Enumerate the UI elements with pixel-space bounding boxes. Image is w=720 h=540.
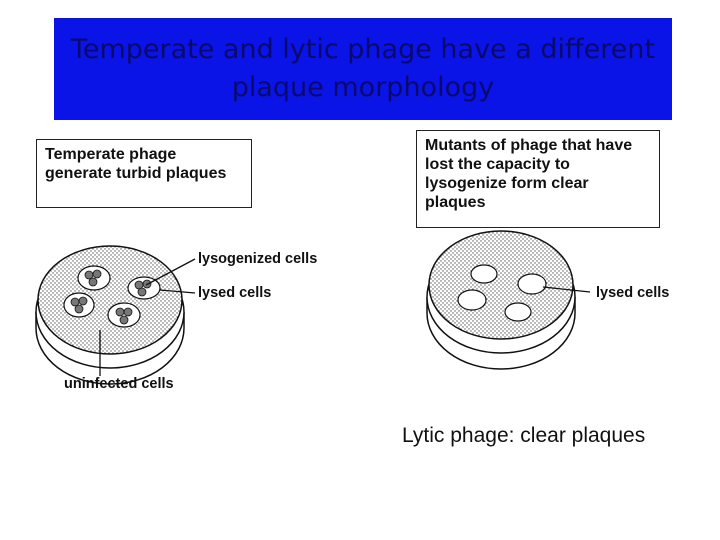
turbid-plaque bbox=[77, 265, 111, 291]
caption: Lytic phage: clear plaques bbox=[402, 424, 646, 447]
left-petri-dish bbox=[35, 245, 185, 385]
clear-plaque bbox=[504, 302, 532, 322]
right-petri-dish bbox=[426, 230, 576, 370]
clear-plaque bbox=[470, 264, 498, 284]
right-lysed-leader-line bbox=[542, 286, 591, 293]
right-lysed-cells-label: lysed cells bbox=[596, 285, 670, 301]
temperate-phage-box: Temperate phage generate turbid plaques bbox=[36, 139, 252, 208]
lysogenized-cells-label: lysogenized cells bbox=[198, 251, 318, 267]
mutant-phage-box: Mutants of phage that have lost the capa… bbox=[416, 130, 660, 228]
clear-plaque bbox=[457, 289, 487, 311]
clear-plaque bbox=[517, 273, 547, 295]
lysed-leader-line bbox=[159, 289, 196, 294]
turbid-plaque bbox=[63, 292, 95, 318]
title-bar: Temperate and lytic phage have a differe… bbox=[54, 18, 672, 120]
slide-title: Temperate and lytic phage have a differe… bbox=[70, 34, 656, 103]
lysogenized-leader-line bbox=[145, 258, 196, 286]
uninfected-cells-label: uninfected cells bbox=[64, 376, 174, 392]
lysed-cells-label: lysed cells bbox=[198, 285, 272, 301]
turbid-plaque bbox=[107, 302, 141, 328]
